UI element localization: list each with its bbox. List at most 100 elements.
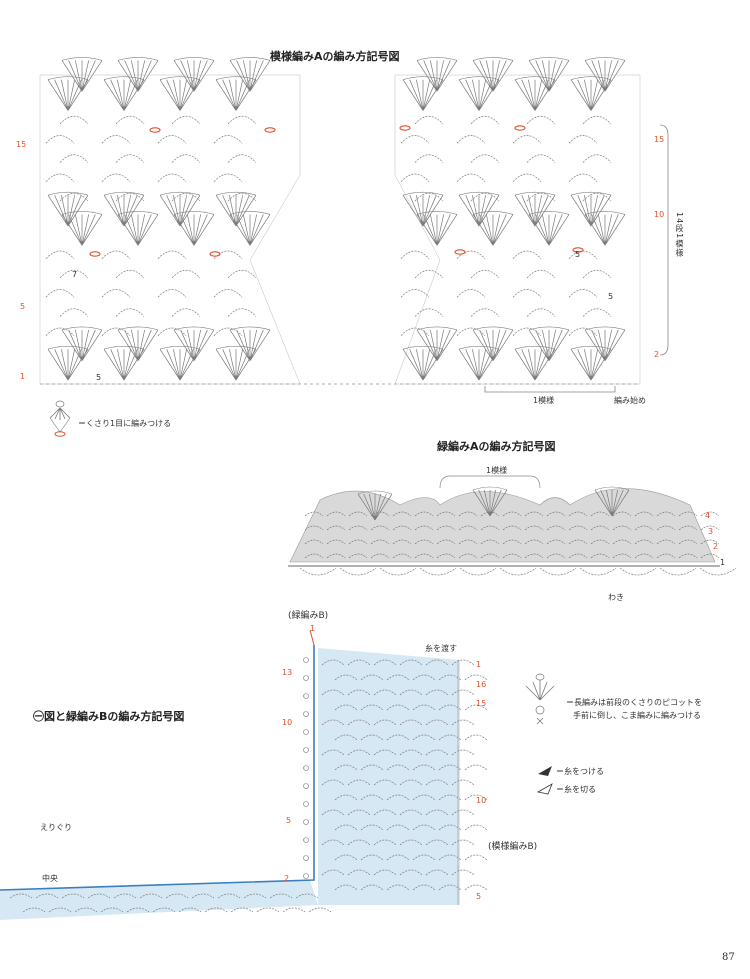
edging-one-repeat: 1模様: [486, 466, 508, 475]
fan-arc: [584, 57, 626, 61]
chain-arc: [438, 704, 462, 711]
fan-stitch: [159, 195, 201, 227]
chain-arc: [438, 764, 462, 771]
chain-arc: [464, 794, 488, 801]
chain-arc: [115, 192, 145, 202]
chain-arc: [213, 135, 243, 144]
chain-arc: [425, 869, 449, 876]
chain-arc: [45, 173, 75, 182]
chain-arc: [470, 115, 500, 125]
chain-arc: [480, 553, 500, 559]
collar-top-row: 1: [310, 624, 316, 633]
fan-arc: [117, 57, 159, 61]
chain-arc: [451, 689, 475, 696]
chain-arc: [512, 327, 542, 336]
chain-arc: [299, 567, 337, 576]
chain-arc: [360, 884, 384, 891]
chain-arc: [414, 511, 434, 517]
chain-arc: [360, 734, 384, 741]
fan-stitch: [570, 349, 612, 381]
chain-arc: [115, 308, 145, 317]
chain-arc: [546, 539, 566, 545]
pattern-b-label: (模様編みB): [488, 842, 538, 852]
chain-arc: [392, 539, 412, 545]
chain-arc: [115, 115, 145, 125]
chain-arc: [464, 764, 488, 771]
chain-arc: [678, 553, 698, 559]
fan-arc: [159, 191, 201, 196]
chain-arc: [451, 809, 475, 816]
chain-arc: [612, 525, 632, 531]
chain-arc: [568, 525, 588, 531]
chain-arc: [590, 539, 610, 545]
fan-stitch: [159, 349, 201, 381]
fan-arc: [117, 326, 159, 331]
chain-arc: [619, 567, 657, 576]
chain-arc: [425, 719, 449, 726]
fan-stitch: [103, 195, 145, 227]
chain-arc: [59, 308, 89, 317]
chain-arc: [582, 269, 612, 279]
chain-arc: [425, 659, 449, 666]
chain-arc: [321, 719, 345, 726]
legend-long-line2: 手前に倒し、こま編みに編みつける: [573, 711, 701, 720]
chain-arc: [386, 734, 410, 741]
chain-arc: [360, 764, 384, 771]
fan-stitch: [173, 214, 215, 246]
chain-arc: [470, 192, 500, 202]
red-marker: [264, 127, 276, 133]
chain-arc: [700, 553, 720, 559]
fan-arc: [472, 486, 508, 491]
chain-arc: [360, 674, 384, 681]
chain-arc: [400, 135, 430, 144]
chain-arc: [386, 824, 410, 831]
edging-row-2: 2: [713, 542, 719, 551]
chain-arc: [373, 659, 397, 666]
chain-arc: [414, 115, 444, 125]
fan-stitch: [47, 195, 89, 227]
chain-arc: [700, 525, 720, 531]
chain-arc: [412, 884, 436, 891]
fan-arc: [528, 57, 570, 61]
picot: [303, 783, 309, 789]
chain-arc: [400, 327, 430, 336]
chain-arc: [348, 511, 368, 517]
fan-stitch: [514, 79, 556, 111]
chain-arc: [502, 525, 522, 531]
right-inner-mark-1: 5: [575, 250, 581, 259]
chain-arc: [524, 525, 544, 531]
chain-arc: [373, 869, 397, 876]
chain-arc: [412, 734, 436, 741]
chain-arc: [470, 308, 500, 317]
fan-stitch: [61, 60, 103, 92]
chain-arc: [451, 719, 475, 726]
chain-arc: [157, 327, 187, 336]
chain-arc: [227, 269, 257, 279]
chain-arc: [451, 779, 475, 786]
chain-arc: [386, 854, 410, 861]
chain-arc: [512, 173, 542, 182]
chain-arc: [171, 269, 201, 279]
inner-mark-5: 5: [96, 373, 102, 382]
chain-arc: [282, 907, 306, 913]
fan-arc: [61, 326, 103, 331]
collar-b-chart: [0, 629, 488, 920]
chain-arc: [412, 794, 436, 801]
chain-arc: [656, 539, 676, 545]
fan-arc: [103, 191, 145, 196]
chain-arc: [101, 135, 131, 144]
chain-arc: [456, 289, 486, 298]
chain-arc: [321, 659, 345, 666]
chain-arc: [634, 553, 654, 559]
chain-arc: [590, 553, 610, 559]
chain-arc: [370, 525, 390, 531]
left-row-15: 15: [16, 140, 27, 149]
chain-arc: [304, 525, 324, 531]
chain-arc: [464, 674, 488, 681]
chain-arc: [502, 511, 522, 517]
chain-arc: [470, 269, 500, 279]
chain-arc: [678, 511, 698, 517]
chain-arc: [45, 289, 75, 298]
fan-stitch: [570, 195, 612, 227]
chain-arc: [456, 327, 486, 336]
